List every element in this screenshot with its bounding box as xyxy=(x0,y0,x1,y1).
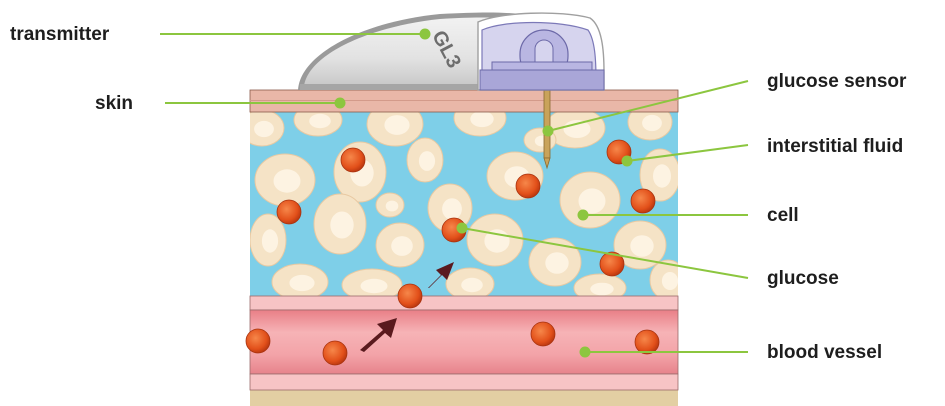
cell-nucleus-18 xyxy=(630,235,653,257)
label-glucose: glucose xyxy=(767,269,839,288)
glucose-molecule-7 xyxy=(398,284,422,308)
cell-nucleus-13 xyxy=(262,229,278,252)
cell-nucleus-1 xyxy=(309,114,331,128)
label-glucose-sensor: glucose sensor xyxy=(767,72,906,91)
transmitter-device: GL3 xyxy=(298,13,604,91)
cell-nucleus-24 xyxy=(386,201,399,212)
cell-nucleus-21 xyxy=(461,278,483,292)
label-cell: cell xyxy=(767,206,799,225)
vessel-lower-wall xyxy=(250,374,678,390)
cell-nucleus-22 xyxy=(590,283,613,296)
cell-nucleus-23 xyxy=(662,272,678,290)
cell-nucleus-3 xyxy=(470,111,493,127)
cell-nucleus-8 xyxy=(419,151,435,171)
cell-nucleus-17 xyxy=(545,252,568,274)
vessel-upper-wall xyxy=(250,296,678,310)
cell-nucleus-5 xyxy=(642,115,662,131)
glucose-molecule-10 xyxy=(531,322,555,346)
cell-nucleus-19 xyxy=(289,275,314,291)
skin-inner-line xyxy=(250,100,678,101)
glucose-molecule-5 xyxy=(631,189,655,213)
cell-nucleus-4 xyxy=(564,120,591,138)
glucose-molecule-3 xyxy=(277,200,301,224)
leader-dot-glucose xyxy=(457,223,468,234)
cell-nucleus-14 xyxy=(330,212,353,239)
glucose-molecule-9 xyxy=(323,341,347,365)
glucose-molecule-11 xyxy=(635,330,659,354)
cell-nucleus-0 xyxy=(254,121,274,137)
glucose-molecule-8 xyxy=(246,329,270,353)
label-skin: skin xyxy=(95,94,133,113)
leader-dot-skin xyxy=(335,98,346,109)
glucose-molecule-0 xyxy=(341,148,365,172)
leader-dot-cell xyxy=(578,210,589,221)
cell-nucleus-9 xyxy=(442,198,462,220)
label-blood-vessel: blood vessel xyxy=(767,343,882,362)
leader-dot-blood-vessel xyxy=(580,347,591,358)
cell-nucleus-6 xyxy=(274,169,301,192)
tissue-base xyxy=(250,390,678,406)
leader-dot-glucose-sensor xyxy=(543,126,554,137)
cell-nucleus-2 xyxy=(384,115,409,135)
cell-nucleus-12 xyxy=(653,164,671,187)
cell-nucleus-15 xyxy=(391,236,413,256)
label-transmitter: transmitter xyxy=(10,25,109,44)
leader-dot-interstitial-fluid xyxy=(622,156,633,167)
cell-nucleus-20 xyxy=(361,279,388,293)
glucose-molecule-1 xyxy=(516,174,540,198)
label-interstitial-fluid: interstitial fluid xyxy=(767,137,903,156)
leader-dot-transmitter xyxy=(420,29,431,40)
blood-vessel-region xyxy=(250,310,678,374)
